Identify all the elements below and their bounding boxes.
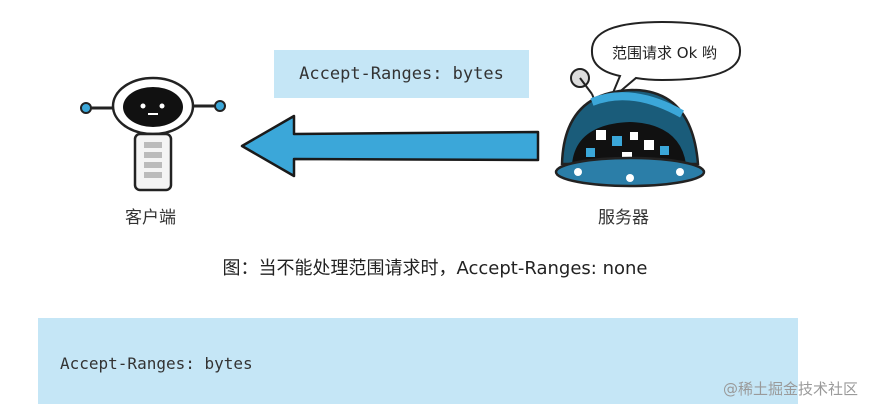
- left-arrow-icon: [238, 112, 543, 182]
- client-label: 客户端: [125, 203, 176, 228]
- response-header-text: Accept-Ranges: bytes: [299, 64, 504, 84]
- client-robot-icon: [78, 76, 230, 196]
- watermark: @稀土掘金技术社区: [723, 378, 858, 399]
- server-label: 服务器: [598, 203, 649, 228]
- figure-caption: 图：当不能处理范围请求时，Accept-Ranges: none: [0, 254, 870, 280]
- response-header-box: Accept-Ranges: bytes: [274, 50, 529, 98]
- server-speech-text: 范围请求 Ok 哟: [612, 42, 717, 63]
- code-block-text: Accept-Ranges: bytes: [60, 354, 253, 373]
